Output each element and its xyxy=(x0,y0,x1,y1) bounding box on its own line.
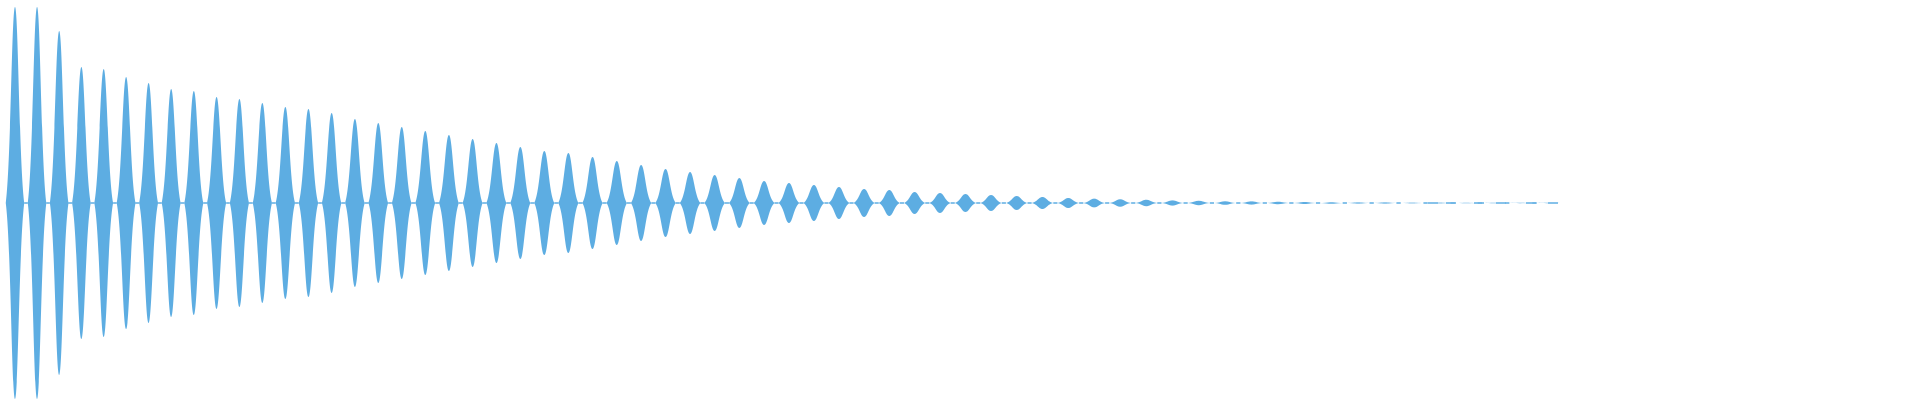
waveform-lobe xyxy=(229,99,250,307)
waveform-lobe xyxy=(1454,202,1478,204)
waveform-lobe xyxy=(878,190,900,216)
waveform-lobe xyxy=(803,185,825,221)
waveform-lobe xyxy=(753,181,775,225)
waveform-lobe xyxy=(778,183,800,223)
waveform-lobe xyxy=(558,153,579,253)
waveform-lobe xyxy=(510,147,531,259)
waveform-lobe xyxy=(1373,202,1397,204)
waveform-lobe xyxy=(161,89,181,317)
waveform-lobe xyxy=(321,113,342,293)
waveform-lobe xyxy=(655,169,676,237)
waveform-lobe xyxy=(207,97,227,309)
waveform-lobe xyxy=(298,109,319,297)
waveform-lobe xyxy=(1214,201,1237,205)
waveform-lobe xyxy=(184,91,204,315)
waveform-lobe xyxy=(486,143,507,263)
waveform-lobe xyxy=(1083,198,1106,208)
waveform-lobe xyxy=(828,187,850,219)
waveform-lobe xyxy=(252,103,272,303)
waveform-lobe xyxy=(391,127,412,279)
waveform-lobe xyxy=(1161,200,1184,206)
waveform-lobe xyxy=(438,135,459,271)
waveform-lobe xyxy=(1135,199,1158,207)
waveform-lobe xyxy=(27,7,47,399)
waveform-lobe xyxy=(679,172,701,234)
waveform-lobe xyxy=(1109,199,1132,207)
waveform-lobe xyxy=(1031,197,1054,209)
waveform-lobe xyxy=(1057,198,1080,208)
waveform-lobe xyxy=(72,67,91,339)
waveform-lobe xyxy=(368,123,389,283)
waveform-lobe xyxy=(606,161,627,245)
waveform-lobe xyxy=(345,119,365,287)
waveform-lobe xyxy=(929,193,951,213)
waveform-lobe xyxy=(954,194,977,212)
waveform-lobe xyxy=(630,165,652,241)
waveform-lobe xyxy=(582,157,603,249)
waveform-lobe xyxy=(139,83,159,323)
waveform-lobe xyxy=(1005,196,1028,210)
waveform-lobe xyxy=(1427,202,1451,204)
waveform-lobe xyxy=(415,131,436,275)
waveform-lobe xyxy=(116,77,136,329)
waveform-lobe xyxy=(1266,201,1290,205)
waveform-lobe xyxy=(1187,200,1210,206)
waveform-lobe xyxy=(853,189,875,217)
waveform-lobe xyxy=(980,195,1002,211)
waveform-lobes xyxy=(5,7,1560,399)
waveform-lobe xyxy=(1293,202,1316,204)
waveform-lobe xyxy=(1346,202,1370,204)
waveform-lobe xyxy=(704,175,726,231)
waveform-lobe xyxy=(94,69,114,337)
waveform-lobe xyxy=(5,7,25,399)
waveform-lobe xyxy=(1240,201,1263,205)
waveform-lobe xyxy=(275,107,296,299)
waveform-lobe xyxy=(1400,202,1424,204)
waveform-lobe xyxy=(1320,202,1343,204)
waveform-lobe xyxy=(728,178,750,228)
waveform-lobe xyxy=(534,151,555,255)
waveform-lobe xyxy=(903,192,926,214)
waveform-lobe xyxy=(49,31,69,375)
waveform-lobe xyxy=(462,139,483,267)
